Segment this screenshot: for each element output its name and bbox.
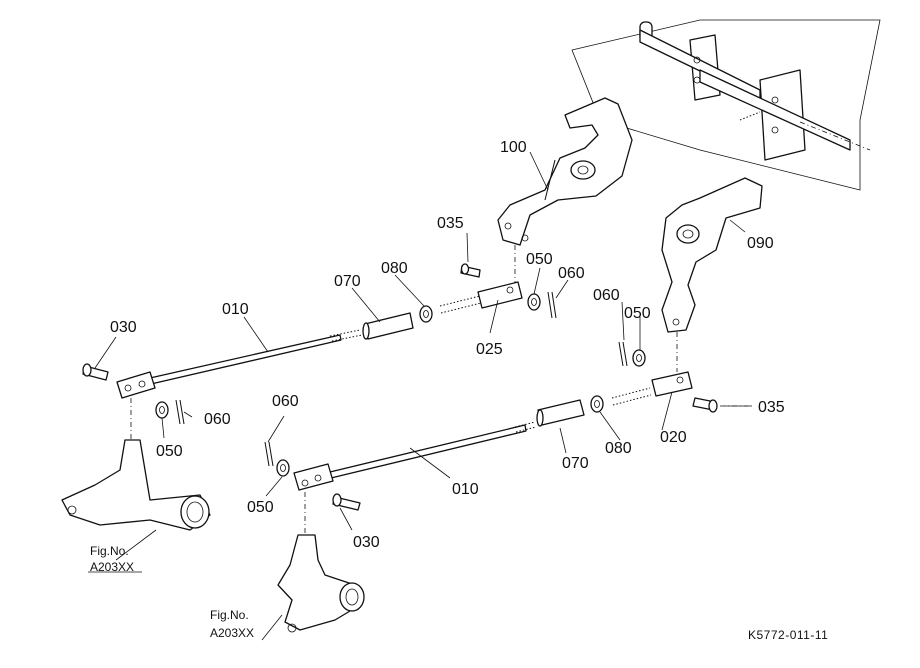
fitting-bottom [261, 534, 365, 641]
figure-references: Fig.No. A203XX Fig.No. A203XX [90, 544, 254, 640]
label-060-top: 060 [558, 265, 585, 282]
label-070-bottom: 070 [562, 455, 589, 472]
label-035-top: 035 [437, 215, 464, 232]
figref-bottom-line1: Fig.No. [210, 608, 249, 622]
arm-100 [497, 97, 633, 292]
label-050-bottom: 050 [247, 499, 274, 516]
adjuster-upper [362, 263, 557, 340]
figref-left-line1: Fig.No. [90, 544, 129, 558]
label-025: 025 [476, 341, 503, 358]
rod-010-lower [293, 421, 537, 535]
label-010-top: 010 [222, 301, 249, 318]
label-060-right: 060 [593, 287, 620, 304]
label-020: 020 [660, 429, 687, 446]
label-060-bottom: 060 [272, 393, 299, 410]
adjuster-lower [536, 341, 748, 427]
label-010-bottom: 010 [452, 481, 479, 498]
label-035-right: 035 [758, 399, 785, 416]
label-060-left: 060 [204, 411, 231, 428]
label-050-top: 050 [526, 251, 553, 268]
label-050-left: 050 [156, 443, 183, 460]
label-080-bottom: 080 [605, 440, 632, 457]
part-labels: 030 010 070 080 035 025 050 060 100 090 … [110, 139, 785, 551]
label-090: 090 [747, 235, 774, 252]
rod-010-upper [82, 329, 363, 440]
leader-lines [94, 151, 752, 531]
label-080-top: 080 [381, 260, 408, 277]
label-100: 100 [500, 139, 527, 156]
label-050-right: 050 [624, 305, 651, 322]
washer-pin-left [155, 399, 185, 425]
washer-pin-bottom [264, 441, 290, 477]
label-030-top: 030 [110, 319, 137, 336]
frame-assembly [571, 19, 881, 191]
label-030-bottom: 030 [353, 534, 380, 551]
label-070-top: 070 [334, 273, 361, 290]
arm-090 [661, 177, 763, 372]
figref-left-line2: A203XX [90, 560, 134, 574]
figref-bottom-line2: A203XX [210, 626, 254, 640]
drawing-code: K5772-011-11 [748, 628, 828, 642]
fitting-left [61, 439, 211, 573]
